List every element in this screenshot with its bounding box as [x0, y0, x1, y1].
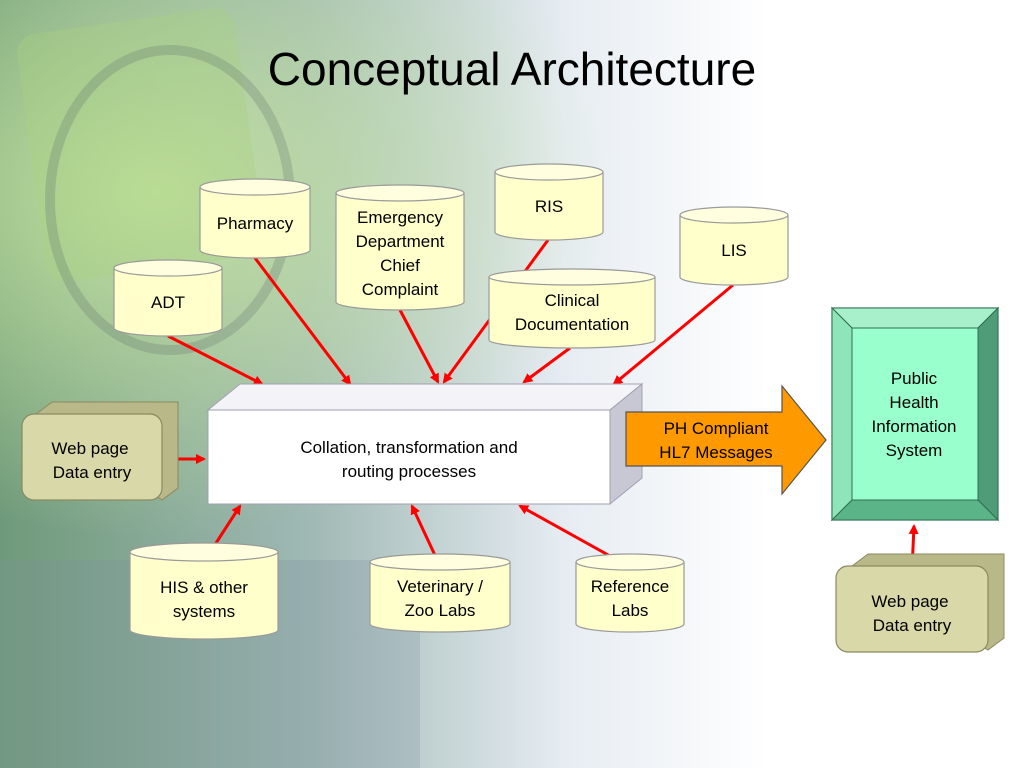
source-reference-labs: Reference Labs — [575, 553, 685, 633]
emergency-line-3: Chief — [380, 256, 420, 275]
web-entry-left: Web page Data entry — [21, 401, 179, 501]
hl7-line-1: PH Compliant — [664, 419, 769, 438]
source-ris: RIS — [494, 163, 604, 241]
source-his: HIS & other systems — [129, 542, 279, 640]
arrow-lis-to-hub — [612, 283, 734, 386]
vet-line-2: Zoo Labs — [405, 601, 476, 620]
ref-line-2: Labs — [612, 601, 649, 620]
phis-line-4: System — [886, 441, 943, 460]
hub-line-1: Collation, transformation and — [300, 438, 517, 457]
public-health-information-system: Public Health Information System — [830, 306, 1000, 522]
source-emergency-department: Emergency Department Chief Complaint — [335, 184, 465, 311]
hl7-messages-arrow: PH Compliant HL7 Messages — [625, 384, 827, 496]
source-lis: LIS — [679, 206, 789, 286]
hub-line-2: routing processes — [342, 462, 476, 481]
emergency-line-1: Emergency — [357, 208, 443, 227]
clinical-line-2: Documentation — [515, 315, 629, 334]
ref-line-1: Reference — [591, 577, 669, 596]
source-veterinary-zoo-labs: Veterinary / Zoo Labs — [369, 553, 511, 633]
adt-label: ADT — [151, 293, 185, 312]
web-entry-left-line-1: Web page — [51, 439, 128, 458]
ris-label: RIS — [535, 197, 563, 216]
arrow-clinical-to-hub — [522, 346, 571, 384]
pharmacy-label: Pharmacy — [217, 214, 294, 233]
arrow-pharmacy-to-hub — [253, 257, 352, 386]
collation-hub: Collation, transformation and routing pr… — [206, 382, 644, 506]
source-adt: ADT — [113, 259, 223, 337]
web-entry-right: Web page Data entry — [835, 553, 1005, 653]
arrow-adt-to-hub — [167, 334, 264, 386]
web-entry-right-line-1: Web page — [871, 592, 948, 611]
arrow-emergency-to-hub — [398, 309, 440, 384]
clinical-line-1: Clinical — [545, 291, 600, 310]
his-line-1: HIS & other — [160, 578, 248, 597]
phis-line-2: Health — [889, 393, 938, 412]
emergency-line-4: Complaint — [362, 280, 439, 299]
page-title: Conceptual Architecture — [267, 43, 757, 95]
emergency-line-2: Department — [356, 232, 445, 251]
source-clinical-documentation: Clinical Documentation — [488, 268, 656, 349]
phis-line-1: Public — [891, 369, 938, 388]
web-entry-left-line-2: Data entry — [53, 463, 132, 482]
his-line-2: systems — [173, 602, 235, 621]
source-pharmacy: Pharmacy — [199, 178, 311, 259]
lis-label: LIS — [721, 241, 747, 260]
vet-line-1: Veterinary / — [397, 577, 483, 596]
web-entry-right-line-2: Data entry — [873, 616, 952, 635]
phis-line-3: Information — [871, 417, 956, 436]
hl7-line-2: HL7 Messages — [659, 443, 772, 462]
